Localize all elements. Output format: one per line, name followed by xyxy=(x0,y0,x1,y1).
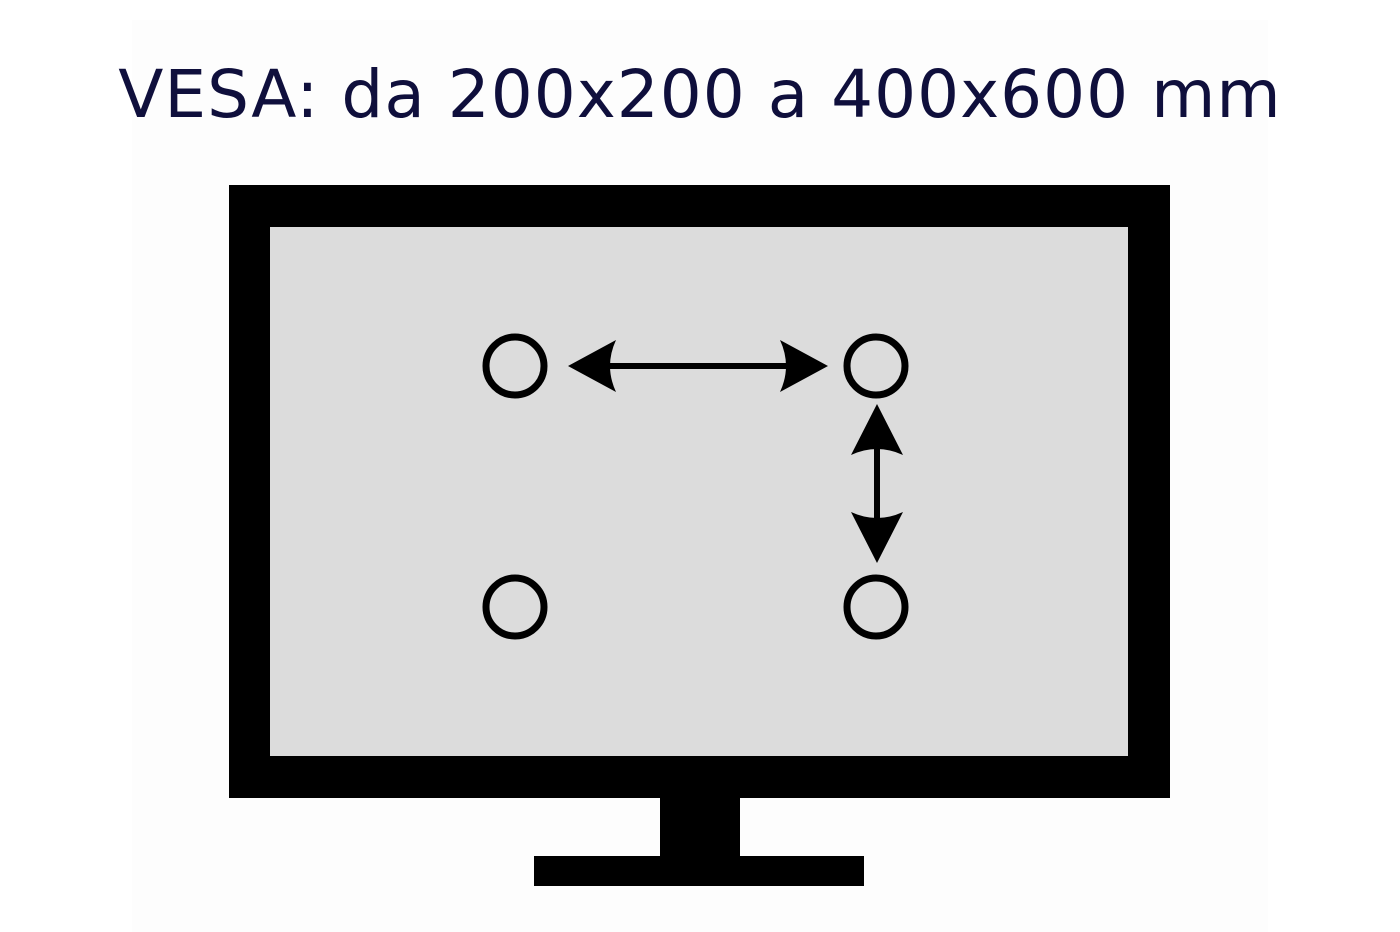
monitor-screen xyxy=(270,227,1128,756)
mounting-hole-top-right xyxy=(843,333,909,399)
page-title: VESA: da 200x200 a 400x600 mm xyxy=(118,56,1282,133)
double-arrow-horizontal-icon xyxy=(568,340,828,392)
mounting-hole-bottom-left xyxy=(482,574,548,640)
monitor-stand-neck xyxy=(660,796,740,858)
monitor-stand-base xyxy=(534,856,864,886)
mounting-hole-top-left xyxy=(482,333,548,399)
mounting-hole-bottom-right xyxy=(843,574,909,640)
double-arrow-vertical-icon xyxy=(851,404,903,563)
